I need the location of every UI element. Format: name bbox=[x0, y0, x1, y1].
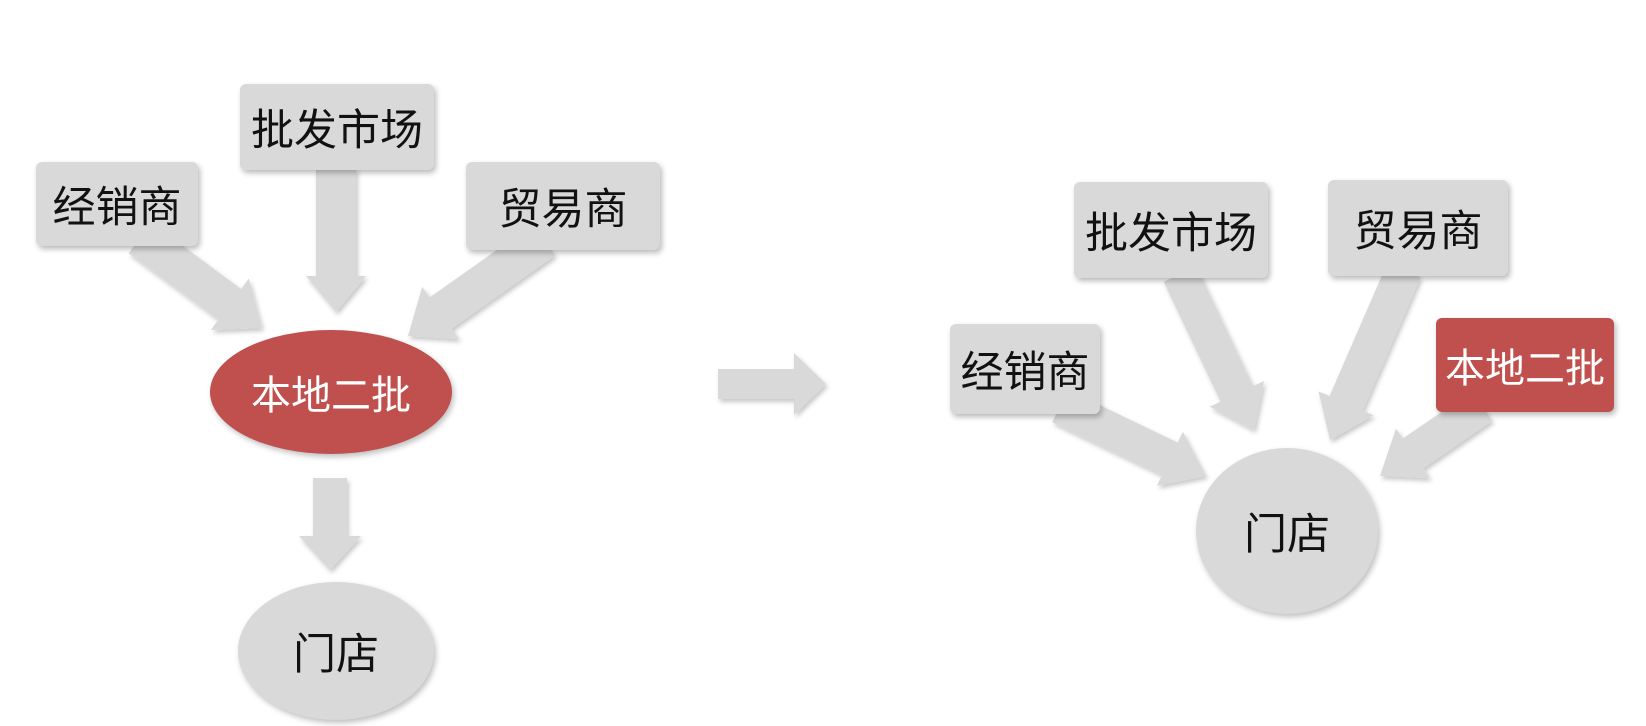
after-store-label: 门店 bbox=[1244, 510, 1330, 560]
after-distributor-box: 经销商 bbox=[950, 324, 1100, 414]
before-trader-box: 贸易商 bbox=[466, 162, 660, 250]
before-distributor-box: 经销商 bbox=[36, 162, 198, 246]
after-trader-box: 贸易商 bbox=[1328, 180, 1508, 276]
before-wholesale-market-box: 批发市场 bbox=[240, 84, 434, 170]
before-local-secondary-wholesaler-label: 本地二批 bbox=[251, 373, 411, 419]
after-trader-label: 贸易商 bbox=[1353, 207, 1483, 257]
before-store-ellipse: 门店 bbox=[238, 582, 434, 720]
transition-arrow bbox=[718, 353, 826, 415]
before-trader-label: 贸易商 bbox=[498, 185, 628, 235]
after-store-ellipse: 门店 bbox=[1196, 448, 1378, 614]
before-store-label: 门店 bbox=[293, 630, 379, 680]
before-local-secondary-wholesaler-ellipse: 本地二批 bbox=[210, 330, 452, 454]
before-distributor-label: 经销商 bbox=[52, 183, 182, 233]
after-wholesale-market-label: 批发市场 bbox=[1085, 209, 1257, 259]
arrow-trader-to-local-wholesaler bbox=[408, 224, 555, 340]
arrow-local-wholesaler-to-store bbox=[299, 478, 361, 570]
after-wholesale-market-box: 批发市场 bbox=[1074, 182, 1268, 278]
arrow-local-wholesaler-to-store-right bbox=[1380, 391, 1493, 479]
after-distributor-label: 经销商 bbox=[960, 348, 1090, 398]
arrow-distributor-to-local-wholesaler bbox=[128, 222, 262, 330]
arrow-wholesale-market-to-local-wholesaler bbox=[306, 168, 366, 312]
after-local-secondary-wholesaler-box: 本地二批 bbox=[1436, 318, 1614, 412]
after-local-secondary-wholesaler-label: 本地二批 bbox=[1445, 346, 1605, 392]
arrow-trader-to-store bbox=[1318, 262, 1421, 440]
before-wholesale-market-label: 批发市场 bbox=[251, 106, 423, 156]
arrow-wholesale-market-to-store bbox=[1163, 266, 1264, 430]
